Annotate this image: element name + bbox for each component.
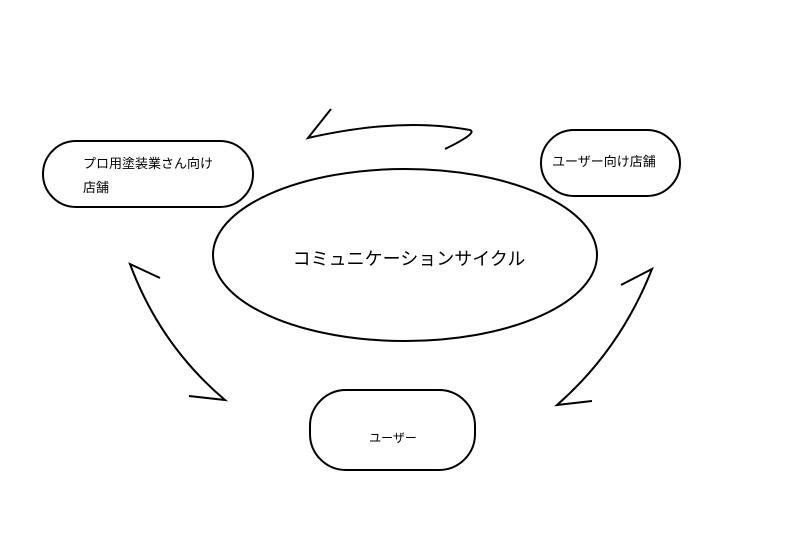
- node-user-store-label: ユーザー向け店舗: [552, 154, 656, 170]
- node-pro-store-shape: [42, 140, 254, 208]
- node-pro-store: プロ用塗装業さん向け 店舗: [42, 140, 254, 208]
- node-user-store: ユーザー向け店舗: [540, 129, 681, 197]
- node-pro-store-label-line1: プロ用塗装業さん向け: [83, 156, 213, 172]
- node-user: ユーザー: [309, 389, 476, 471]
- center-cycle-label: コミュニケーションサイクル: [293, 249, 526, 270]
- arrow-pro-store-to-user: [128, 262, 229, 402]
- node-pro-store-label-line2: 店舗: [83, 181, 109, 196]
- center-cycle-shape: [212, 168, 598, 342]
- arrow-user-to-user-store: [553, 266, 654, 407]
- node-user-label: ユーザー: [369, 431, 417, 445]
- node-user-store-shape: [540, 129, 681, 197]
- node-user-shape: [309, 389, 476, 471]
- center-cycle: コミュニケーションサイクル: [212, 168, 598, 342]
- arrow-user-store-to-pro-store: [305, 108, 473, 150]
